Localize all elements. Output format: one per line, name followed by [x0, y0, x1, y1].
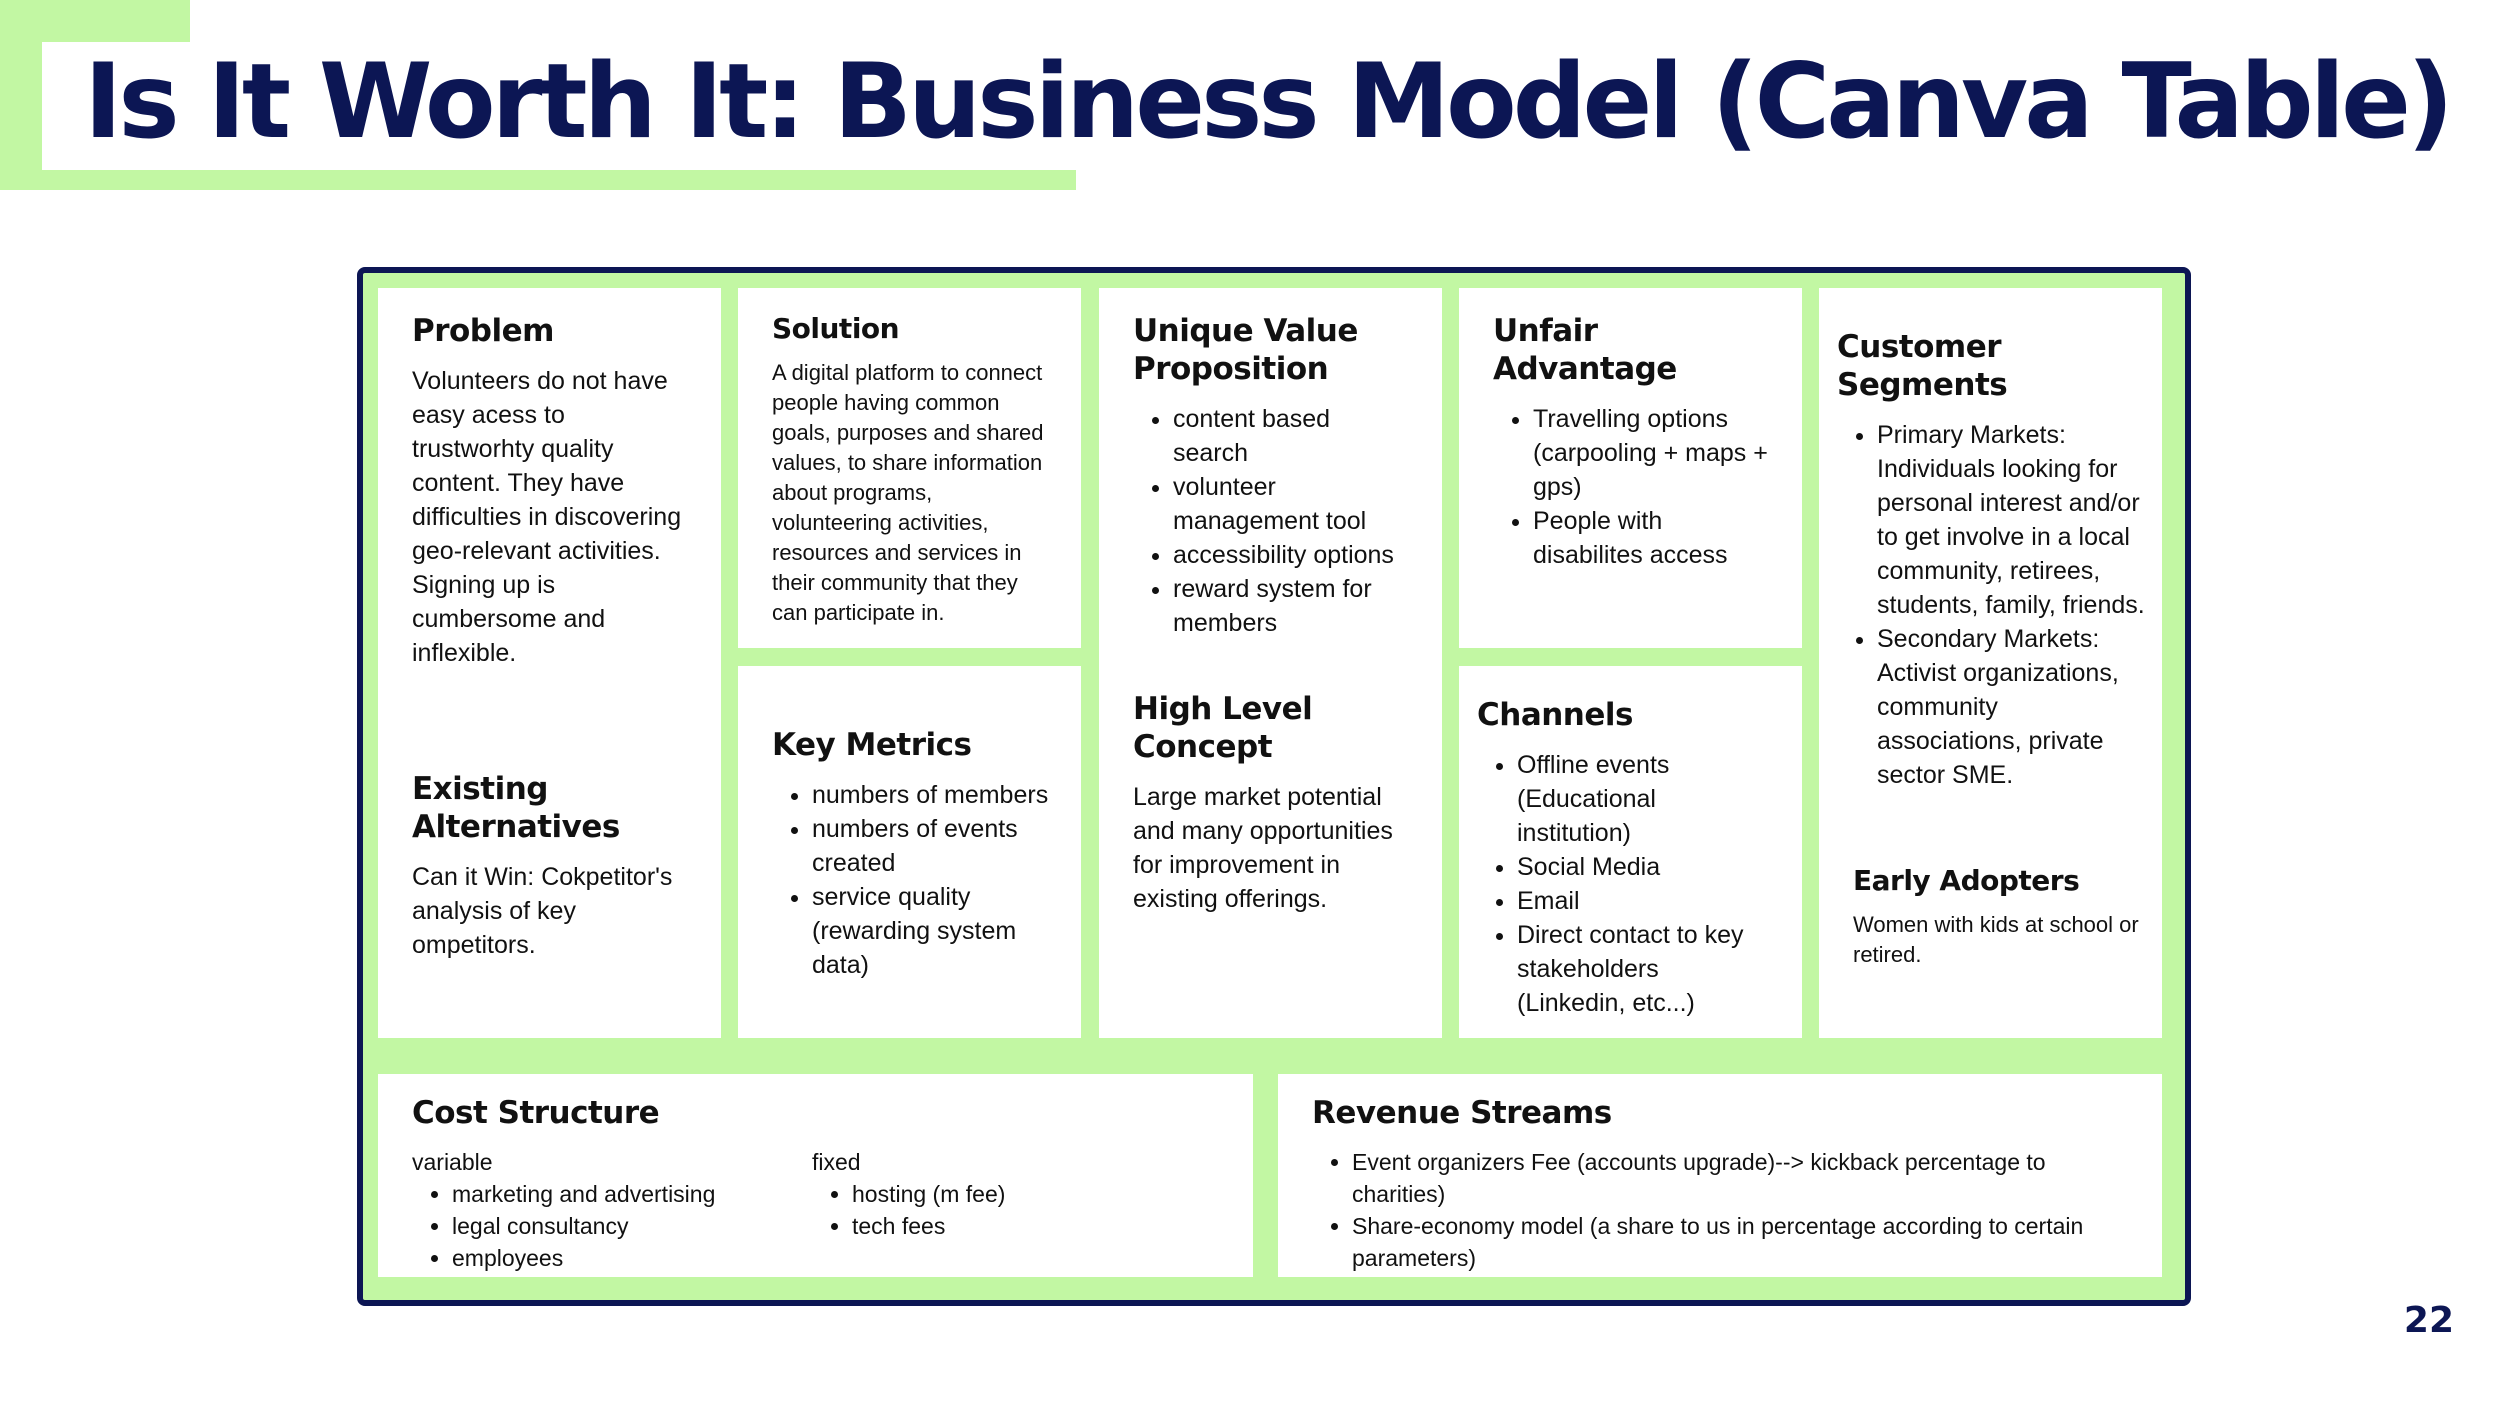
early-adopters-heading: Early Adopters: [1853, 864, 2080, 897]
list-item: employees: [452, 1242, 812, 1274]
high-level-concept-section: High Level Concept Large market potentia…: [1133, 690, 1412, 916]
revenue-streams-list: Event organizers Fee (accounts upgrade)-…: [1312, 1146, 2132, 1274]
unfair-advantage-cell: Unfair Advantage Travelling options (car…: [1459, 288, 1802, 648]
uvp-list: content based search volunteer managemen…: [1133, 402, 1412, 640]
page-number: 22: [2403, 1300, 2454, 1341]
channels-cell: Channels Offline events (Educational ins…: [1459, 666, 1802, 1038]
page-title: Is It Worth It: Business Model (Canva Ta…: [84, 42, 2454, 162]
solution-cell: Solution A digital platform to connect p…: [738, 288, 1081, 648]
existing-alternatives-heading: Existing Alternatives: [412, 771, 620, 845]
list-item: Offline events (Educational institution): [1517, 748, 1772, 850]
key-metrics-cell: Key Metrics numbers of members numbers o…: [738, 666, 1081, 1038]
revenue-streams-cell: Revenue Streams Event organizers Fee (ac…: [1278, 1074, 2162, 1277]
high-level-concept-heading: High Level Concept: [1133, 691, 1313, 765]
problem-heading: Problem: [412, 313, 554, 349]
existing-alternatives-text: Can it Win: Cokpetitor's analysis of key…: [412, 863, 673, 959]
cost-fixed-label: fixed: [812, 1149, 861, 1175]
list-item: People with disabilites access: [1533, 504, 1772, 572]
list-item: Social Media: [1517, 850, 1772, 884]
customer-segments-list: Primary Markets: Individuals looking for…: [1837, 418, 2148, 792]
unfair-advantage-heading: Unfair Advantage: [1493, 313, 1677, 387]
list-item: marketing and advertising: [452, 1178, 812, 1210]
list-item: Email: [1517, 884, 1772, 918]
early-adopters-section: Early Adopters Women with kids at school…: [1837, 862, 2148, 970]
list-item: Travelling options (carpooling + maps + …: [1533, 402, 1772, 504]
solution-heading: Solution: [772, 312, 900, 345]
list-item: Direct contact to key stakeholders (Link…: [1517, 918, 1772, 1020]
list-item: hosting (m fee): [852, 1178, 1212, 1210]
existing-alternatives-section: Existing Alternatives Can it Win: Cokpet…: [412, 770, 691, 962]
cost-fixed-list: hosting (m fee) tech fees: [812, 1178, 1212, 1242]
cost-fixed-column: fixed hosting (m fee) tech fees: [812, 1146, 1212, 1274]
problem-text: Volunteers do not have easy acess to tru…: [412, 367, 682, 667]
list-item: content based search: [1173, 402, 1412, 470]
unfair-advantage-list: Travelling options (carpooling + maps + …: [1493, 402, 1772, 572]
cost-structure-heading: Cost Structure: [412, 1095, 660, 1131]
cost-structure-columns: variable marketing and advertising legal…: [412, 1146, 1223, 1274]
cost-structure-cell: Cost Structure variable marketing and ad…: [378, 1074, 1253, 1277]
list-item: reward system for members: [1173, 572, 1412, 640]
channels-heading: Channels: [1477, 697, 1633, 733]
revenue-streams-heading: Revenue Streams: [1312, 1095, 1612, 1131]
cost-variable-column: variable marketing and advertising legal…: [412, 1146, 812, 1274]
customer-segments-cell: Customer Segments Primary Markets: Indiv…: [1819, 288, 2162, 1038]
list-item: accessibility options: [1173, 538, 1412, 572]
key-metrics-list: numbers of members numbers of events cre…: [772, 778, 1051, 982]
list-item: Primary Markets: Individuals looking for…: [1877, 418, 2148, 622]
title-background: [42, 42, 1094, 170]
list-item: Event organizers Fee (accounts upgrade)-…: [1352, 1146, 2132, 1210]
list-item: service quality (rewarding system data): [812, 880, 1051, 982]
high-level-concept-text: Large market potential and many opportun…: [1133, 783, 1393, 913]
uvp-cell: Unique Value Proposition content based s…: [1099, 288, 1442, 1038]
list-item: numbers of events created: [812, 812, 1051, 880]
cost-variable-list: marketing and advertising legal consulta…: [412, 1178, 812, 1274]
list-item: legal consultancy: [452, 1210, 812, 1242]
cost-variable-label: variable: [412, 1149, 493, 1175]
channels-list: Offline events (Educational institution)…: [1477, 748, 1772, 1020]
list-item: Secondary Markets: Activist organization…: [1877, 622, 2148, 792]
list-item: tech fees: [852, 1210, 1212, 1242]
key-metrics-heading: Key Metrics: [772, 727, 972, 763]
customer-segments-heading: Customer Segments: [1837, 329, 2008, 403]
early-adopters-text: Women with kids at school or retired.: [1853, 912, 2139, 967]
title-accent-underline: [0, 170, 1076, 190]
list-item: numbers of members: [812, 778, 1051, 812]
uvp-heading: Unique Value Proposition: [1133, 313, 1358, 387]
solution-text: A digital platform to connect people hav…: [772, 360, 1044, 625]
list-item: Share-economy model (a share to us in pe…: [1352, 1210, 2132, 1274]
problem-cell: Problem Volunteers do not have easy aces…: [378, 288, 721, 1038]
list-item: volunteer management tool: [1173, 470, 1412, 538]
business-model-canvas: Problem Volunteers do not have easy aces…: [357, 267, 2191, 1306]
